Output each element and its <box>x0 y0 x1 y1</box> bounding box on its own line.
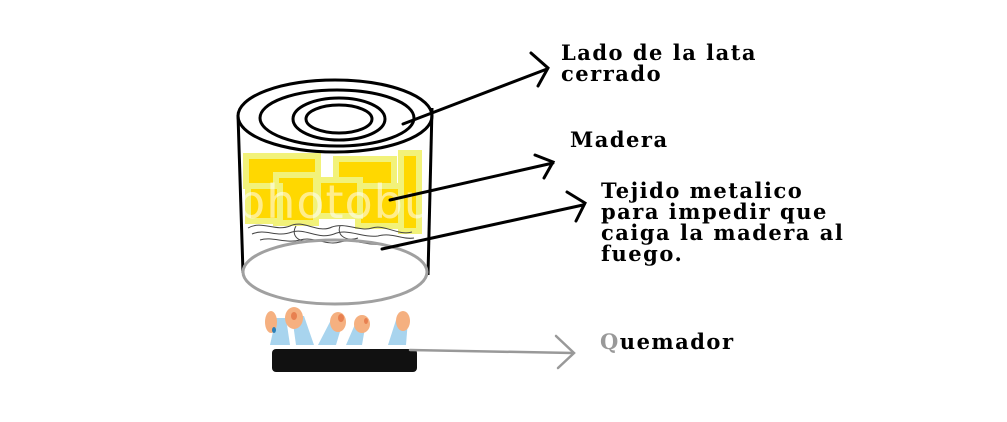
label-tejido-line-1: Tejido metalico <box>601 178 804 203</box>
burner-bar <box>272 349 417 372</box>
label-tejido-metalico: Tejido metalico para impedir que caiga l… <box>601 180 844 264</box>
label-quemador: Quemador <box>600 331 735 352</box>
watermark-text: photobu <box>236 175 434 229</box>
can-open-bottom <box>241 238 429 306</box>
label-tejido-line-4: fuego. <box>601 241 684 266</box>
label-madera: Madera <box>570 127 669 152</box>
can-closed-top <box>236 78 434 154</box>
arrow-lata <box>401 51 550 126</box>
label-tejido-line-3: caiga la madera al <box>601 220 845 245</box>
label-tejido-line-2: para impedir que <box>601 199 828 224</box>
arrow-quemador <box>408 334 576 370</box>
label-lata-line-1: Lado de la lata <box>561 40 758 65</box>
burner-flames <box>265 307 410 345</box>
label-quemador-rest: uemador <box>619 329 735 354</box>
arrow-madera <box>388 153 556 202</box>
arrow-tejido <box>380 190 587 251</box>
wood-blocks <box>243 150 422 234</box>
can-left-side <box>236 114 245 274</box>
label-quemador-initial: Q <box>600 329 620 354</box>
label-lata-cerrado: Lado de la lata cerrado <box>561 42 757 84</box>
label-lata-line-2: cerrado <box>561 61 663 86</box>
